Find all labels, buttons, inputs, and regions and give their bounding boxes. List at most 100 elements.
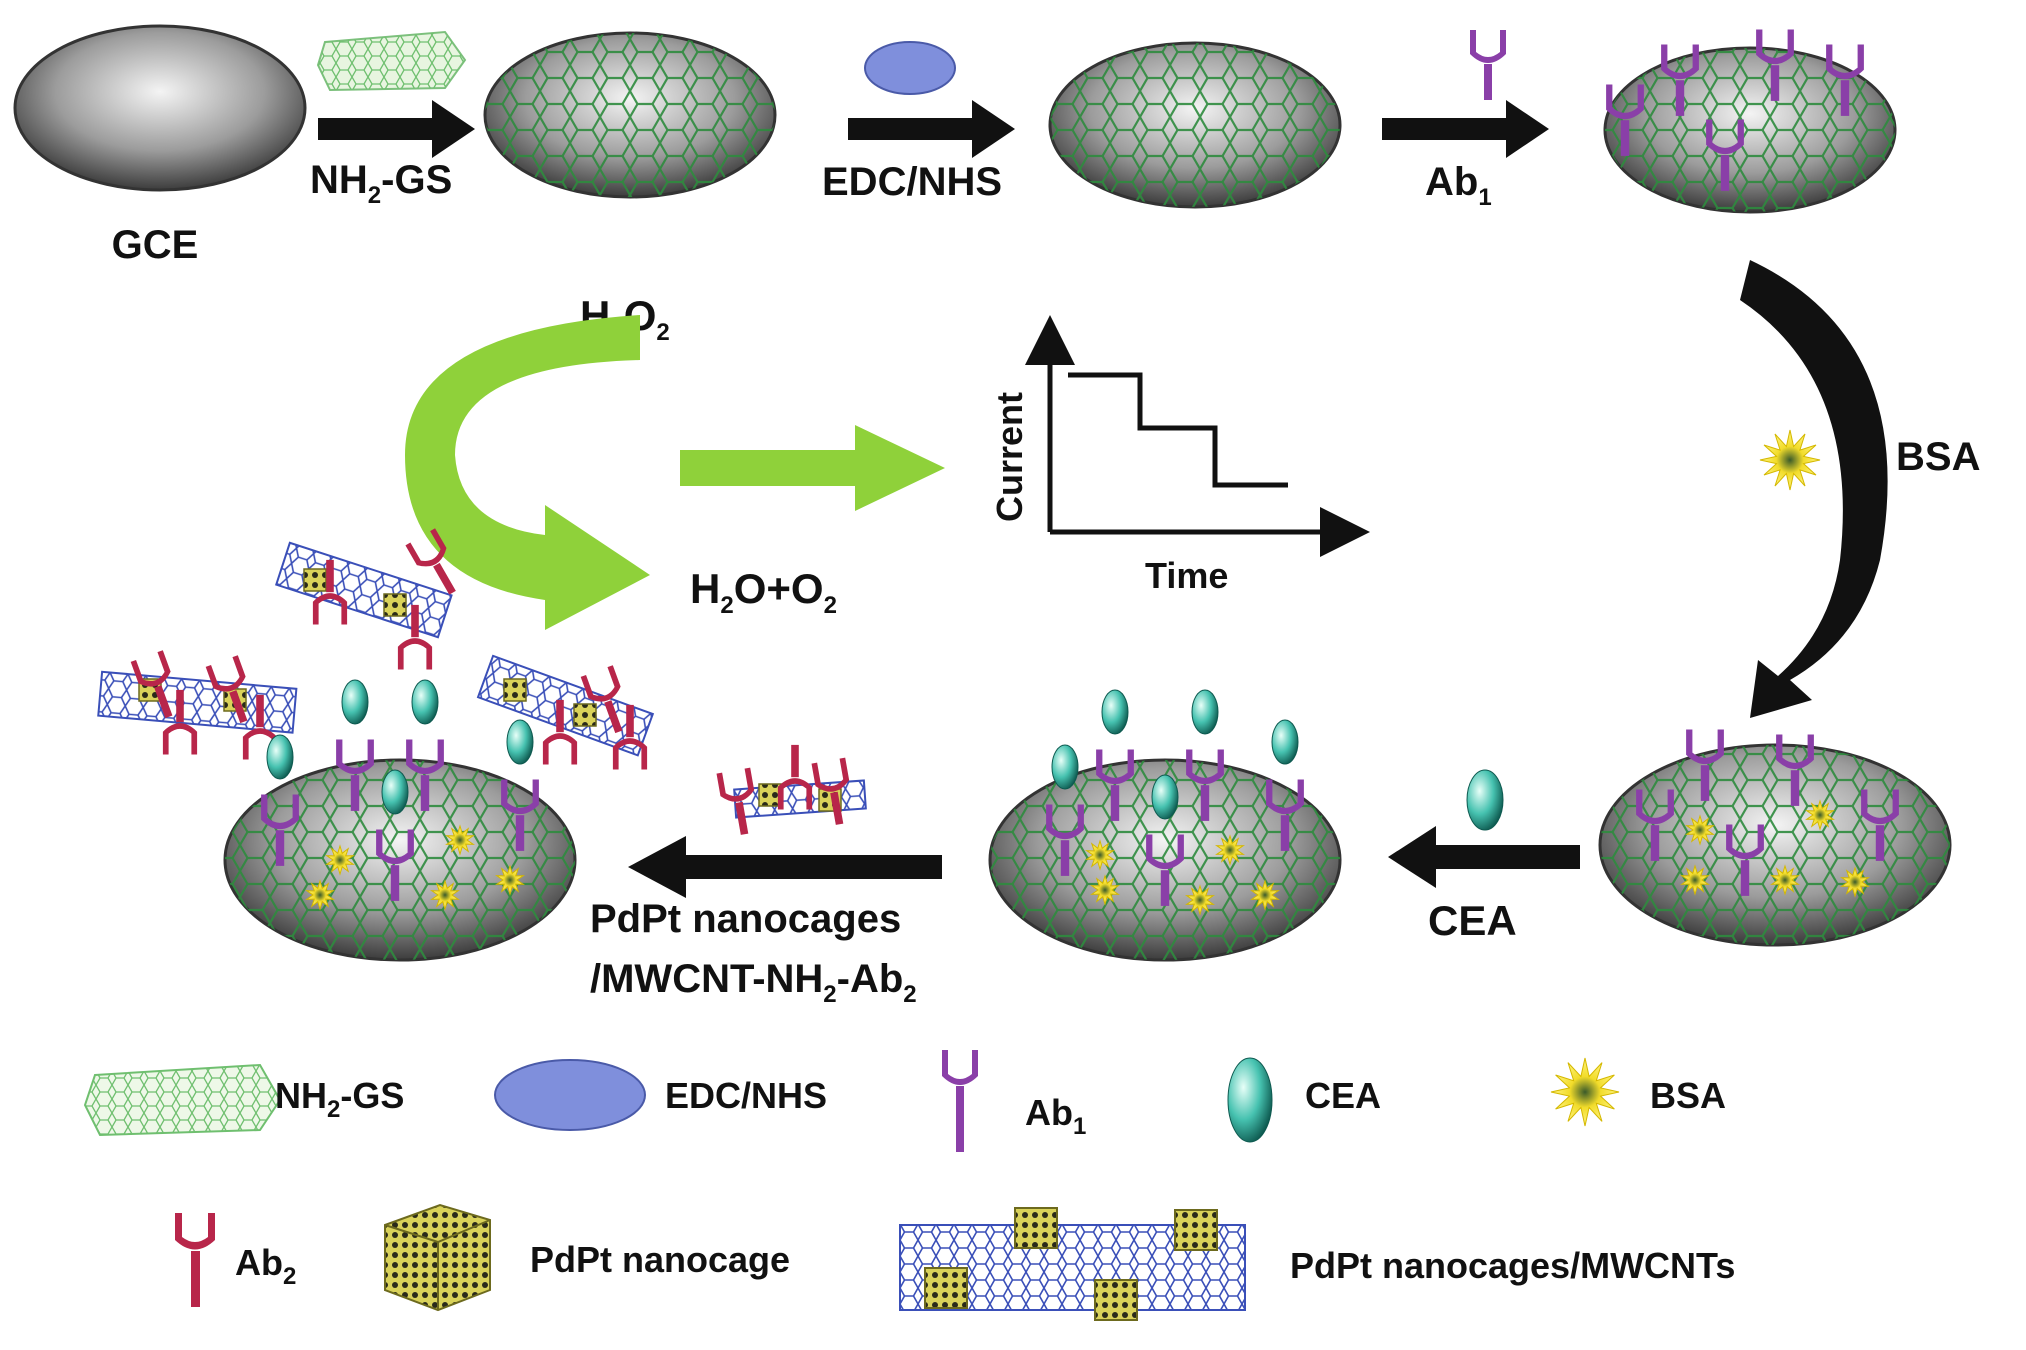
legend-nanocage-label: PdPt nanocage	[530, 1239, 790, 1280]
cea-antigen	[381, 769, 409, 815]
cea-antigen	[1151, 774, 1179, 820]
cea-icon-step	[1466, 769, 1504, 831]
bsa-icon-step	[1759, 429, 1821, 491]
bsa-blockers-bottom	[305, 799, 1870, 916]
legend-ab2-label: Ab2	[235, 1242, 296, 1290]
mwcnt-conjugate-icon-step	[733, 779, 867, 819]
ab2-antibody	[405, 528, 456, 595]
bsa-blocker	[1085, 839, 1115, 871]
pdpt-step-label-1: PdPt nanocages	[590, 897, 901, 941]
ab1-antibody	[501, 779, 539, 851]
electrode-cea	[988, 758, 1342, 962]
bsa-blocker	[1680, 864, 1710, 896]
ab1-antibodies-top	[1606, 29, 1864, 191]
gce-label: GCE	[112, 223, 199, 267]
ab1-antibody	[1686, 729, 1724, 801]
y-axis-label: Current	[989, 392, 1030, 522]
nanocages-on-tubes	[138, 568, 842, 812]
ab1-antibody	[1266, 779, 1304, 851]
pdpt-nanocage	[303, 568, 327, 592]
bsa-blocker	[1770, 864, 1800, 896]
ab1-antibody	[1661, 44, 1699, 116]
bsa-blocker	[1090, 874, 1120, 906]
legend-cea-icon	[1227, 1057, 1273, 1143]
cea-antigen	[1191, 689, 1219, 735]
ab1-antibody	[1776, 734, 1814, 806]
ab1-antibody	[1826, 44, 1864, 116]
cea-antigen	[1101, 689, 1129, 735]
bsa-blocker	[430, 879, 460, 911]
bsa-blocker	[495, 864, 525, 896]
electrode-activated	[1048, 41, 1342, 209]
cea-antigen	[341, 679, 369, 725]
bsa-blocker	[1685, 814, 1715, 846]
bsa-blocker	[305, 879, 335, 911]
ab1-antibodies-bottom	[261, 729, 1899, 906]
ab2-antibodies	[130, 528, 850, 835]
cea-step-label: CEA	[1428, 897, 1517, 944]
ab2-antibody	[716, 767, 755, 835]
cea-antigen	[266, 734, 294, 780]
ab1-antibody	[1636, 789, 1674, 861]
pdpt-step-label-2: /MWCNT-NH2-Ab2	[590, 957, 917, 1008]
nh2gs-step-label: NH2-GS	[310, 158, 452, 209]
pdpt-nanocage	[573, 703, 597, 727]
ab2-antibody	[205, 655, 248, 724]
ab2-antibody	[811, 757, 850, 825]
ab1-antibody	[1046, 804, 1084, 876]
current-step-curve	[1068, 372, 1288, 488]
ab1-antibody	[1706, 119, 1744, 191]
legend-mwcnt-icon	[899, 1207, 1246, 1321]
bsa-blocker	[1185, 884, 1215, 916]
ab2-antibody	[542, 699, 578, 765]
edc-step-label: EDC/NHS	[822, 160, 1002, 204]
ab2-antibody	[162, 689, 198, 755]
arrow-step-1	[318, 100, 475, 158]
cea-antigen	[411, 679, 439, 725]
ab2-antibody	[242, 694, 278, 760]
legend-mwcnt-label: PdPt nanocages/MWCNTs	[1290, 1245, 1735, 1286]
legend-bsa-icon	[1550, 1057, 1620, 1127]
cea-antigen	[1051, 744, 1079, 790]
electrode-graphene	[483, 31, 777, 199]
bsa-step-label: BSA	[1896, 435, 1980, 479]
arrow-bsa-curve	[1740, 260, 1888, 718]
legend-bsa-label: BSA	[1650, 1075, 1726, 1116]
legend-edc-label: EDC/NHS	[665, 1075, 827, 1116]
ab1-antibody	[376, 829, 414, 901]
arrow-step-2	[848, 100, 1015, 158]
ab1-antibody	[1186, 749, 1224, 821]
ab2-antibody	[397, 604, 433, 670]
bsa-blocker	[325, 844, 355, 876]
gce-electrode	[13, 24, 307, 192]
x-axis-label: Time	[1145, 555, 1228, 596]
ab2-antibody	[612, 704, 648, 770]
cea-antigen	[1271, 719, 1299, 765]
ab1-icon	[1470, 30, 1506, 100]
ab1-antibody	[1726, 824, 1764, 896]
ab2-antibody	[130, 650, 173, 719]
arrow-pdpt	[628, 836, 942, 898]
arrow-step-3	[1382, 100, 1549, 158]
cea-antigen	[506, 719, 534, 765]
catalysis-curved-arrow	[405, 315, 650, 630]
ab1-antibody	[1146, 834, 1184, 906]
bsa-blocker	[1805, 799, 1835, 831]
legend-nanocage-icon	[384, 1203, 491, 1312]
legend-nh2gs-label: NH2-GS	[275, 1075, 404, 1123]
bsa-blocker	[1250, 879, 1280, 911]
ab1-antibody	[336, 739, 374, 811]
bsa-blocker	[1840, 866, 1870, 898]
legend-ab1-label: Ab1	[1025, 1092, 1086, 1140]
pdpt-nanocage	[758, 783, 782, 807]
ab1-antibody	[1606, 84, 1644, 156]
bsa-blocker	[445, 824, 475, 856]
ab2-antibody	[580, 665, 623, 734]
ab2-antibody	[312, 559, 348, 625]
bsa-blocker	[1215, 834, 1245, 866]
legend-ab1-icon	[942, 1050, 978, 1152]
ab1-step-label: Ab1	[1425, 160, 1492, 211]
ab2-antibody	[777, 744, 813, 810]
ab1-antibody	[406, 739, 444, 811]
